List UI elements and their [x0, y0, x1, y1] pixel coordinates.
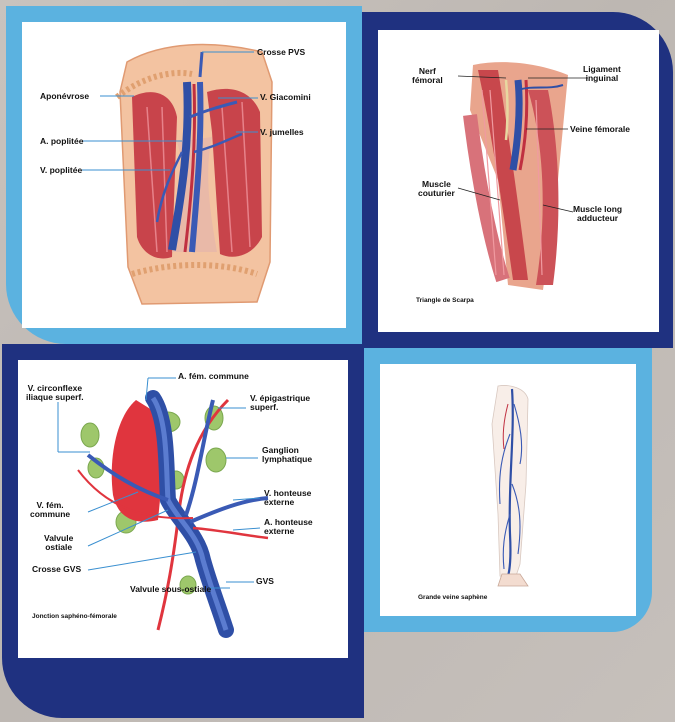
caption-triangle-scarpa: Triangle de Scarpa [416, 297, 474, 304]
caption-grande-veine-saphene: Grande veine saphène [418, 594, 487, 601]
label-crosse-gvs: Crosse GVS [32, 565, 81, 574]
junction-panel: A. fém. commune V. circonflexe iliaque s… [18, 360, 348, 658]
label-valvule-ostiale: Valvule ostiale [44, 534, 73, 552]
label-v-honteuse: V. honteuse externe [264, 489, 311, 507]
popliteal-anatomy-illustration [22, 22, 346, 328]
label-a-fem-commune: A. fém. commune [178, 372, 249, 381]
label-v-circonflexe: V. circonflexe iliaque superf. [26, 384, 84, 402]
scarpa-panel: Nerf fémoral Ligament inguinal Veine fém… [378, 30, 659, 332]
label-ganglion: Ganglion lymphatique [262, 446, 312, 464]
saphene-panel: Grande veine saphène [380, 364, 636, 616]
popliteal-panel: Crosse PVS Aponévrose V. Giacomini A. po… [22, 22, 346, 328]
label-nerf-femoral: Nerf fémoral [412, 67, 443, 85]
label-valvule-sous-ostiale: Valvule sous-ostiale [130, 585, 211, 594]
label-v-poplitee: V. poplitée [40, 166, 82, 175]
saphene-anatomy-illustration [380, 364, 636, 616]
label-v-giacomini: V. Giacomini [260, 93, 311, 102]
label-muscle-long-adducteur: Muscle long adducteur [573, 205, 622, 223]
label-v-epigastrique: V. épigastrique superf. [250, 394, 310, 412]
label-crosse-pvs: Crosse PVS [257, 48, 305, 57]
label-gvs: GVS [256, 577, 274, 586]
caption-jonction-sapheno-femorale: Jonction saphéno-fémorale [32, 613, 117, 620]
label-ligament-inguinal: Ligament inguinal [583, 65, 621, 83]
label-a-poplitee: A. poplitée [40, 137, 83, 146]
label-muscle-couturier: Muscle couturier [418, 180, 455, 198]
label-a-honteuse: A. honteuse externe [264, 518, 313, 536]
label-v-fem-commune: V. fém. commune [30, 501, 70, 519]
label-aponevrose: Aponévrose [40, 92, 89, 101]
label-v-jumelles: V. jumelles [260, 128, 304, 137]
label-veine-femorale: Veine fémorale [570, 125, 630, 134]
